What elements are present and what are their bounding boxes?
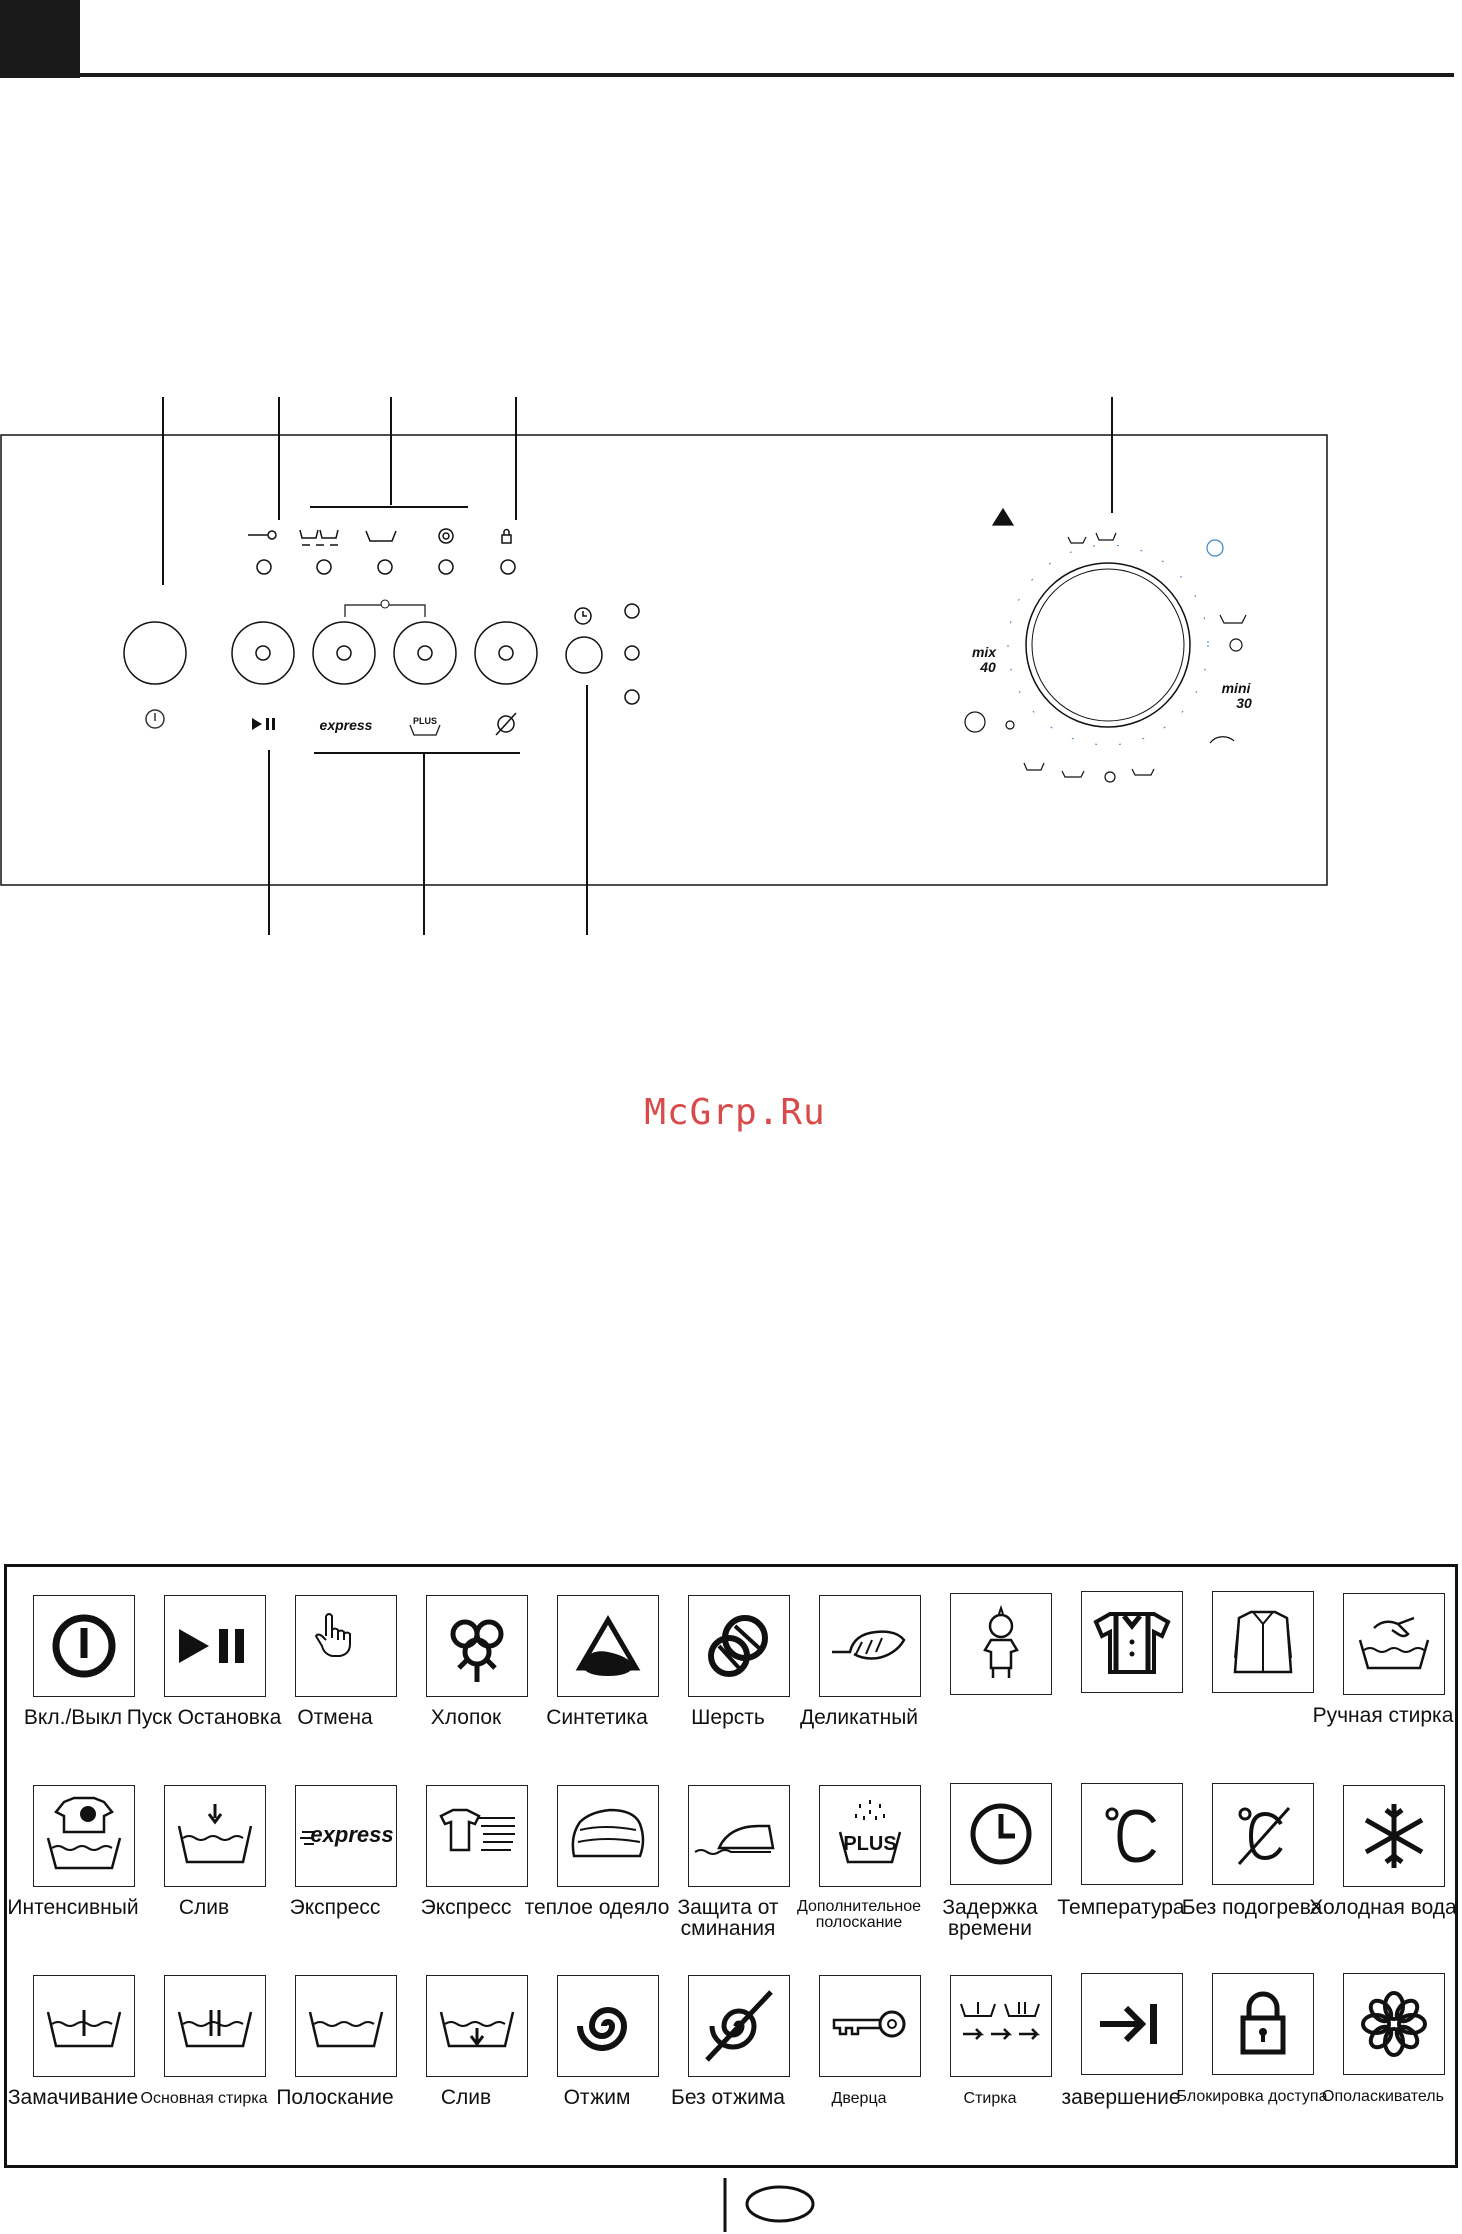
legend-label: Пуск Остановка	[126, 1706, 282, 1729]
legend-label: Интенсивный	[7, 1896, 139, 1919]
legend-label: Полоскание	[276, 2086, 394, 2109]
celsius-icon	[1081, 1783, 1183, 1885]
legend-label: Температура	[1057, 1896, 1185, 1919]
legend-label: Дверца	[831, 2090, 887, 2107]
legend-label: завершение	[1061, 2086, 1181, 2109]
hand-pointer-icon	[295, 1595, 397, 1697]
legend-label: Вкл./Выкл	[23, 1706, 123, 1729]
legend-label: Экспресс	[420, 1896, 512, 1919]
softener-icon	[1343, 1973, 1445, 2075]
legend-label: Слив	[178, 1896, 230, 1919]
shirt-icon	[1212, 1591, 1314, 1693]
main-wash-icon	[164, 1975, 266, 2077]
legend-label: Стирка	[963, 2090, 1017, 2107]
wash-stages-icon	[950, 1975, 1052, 2077]
power-icon	[33, 1595, 135, 1697]
snowflake-icon	[1343, 1785, 1445, 1887]
legend-label: Без подогрева	[1181, 1896, 1323, 1919]
legend-label: Защита от сминания	[677, 1896, 779, 1940]
drain-icon	[164, 1785, 266, 1887]
clock-icon	[950, 1783, 1052, 1885]
svg-text:PLUS: PLUS	[843, 1833, 896, 1855]
blanket-icon	[557, 1785, 659, 1887]
legend-label: Хлопок	[430, 1706, 502, 1729]
legend-label: Блокировка доступа	[1176, 2088, 1328, 2105]
legend-label: Дополнительное полоскание	[796, 1898, 922, 1931]
legend-label: Ручная стирка	[1312, 1704, 1454, 1727]
rinse-plus-icon: PLUS	[819, 1785, 921, 1887]
hand-wash-icon	[1343, 1593, 1445, 1695]
legend-label: Отмена	[297, 1706, 373, 1729]
section-tab	[0, 0, 80, 78]
dial-mini-label: mini	[1222, 680, 1252, 696]
legend-label: теплое одеяло	[524, 1896, 670, 1919]
prewash-icon	[33, 1975, 135, 2077]
plus-button-label: PLUS	[413, 716, 437, 726]
dial-mix-label: mix	[972, 644, 997, 660]
header-rule	[80, 73, 1454, 77]
legend-label: Холодная вода	[1309, 1896, 1457, 1919]
door-key-icon	[819, 1975, 921, 2077]
wool-icon	[688, 1595, 790, 1697]
shirts-icon	[1081, 1591, 1183, 1693]
symbol-legend: Вкл./Выкл Пуск Остановка Отмена Хлопок С…	[4, 1564, 1458, 2168]
express-icon: express	[295, 1785, 397, 1887]
end-icon	[1081, 1973, 1183, 2075]
dial-mini-number: 30	[1236, 695, 1252, 711]
rinse-icon	[295, 1975, 397, 2077]
legend-label: Задержка времени	[942, 1896, 1038, 1940]
spin-icon	[557, 1975, 659, 2077]
legend-label: Синтетика	[546, 1706, 648, 1729]
no-spin-icon	[688, 1975, 790, 2077]
express-tshirt-icon	[426, 1785, 528, 1887]
legend-label: Слив	[440, 2086, 492, 2109]
intensive-icon	[33, 1785, 135, 1887]
play-pause-icon	[164, 1595, 266, 1697]
legend-label: Экспресс	[289, 1896, 381, 1919]
no-heat-icon	[1212, 1783, 1314, 1885]
watermark: McGrp.Ru	[644, 1092, 826, 1133]
control-panel-diagram: express PLUS mix 40 mini 30	[0, 397, 1328, 935]
baby-icon	[950, 1593, 1052, 1695]
svg-text:express: express	[310, 1822, 393, 1847]
iron-icon	[688, 1785, 790, 1887]
legend-label: Ополаскиватель	[1322, 2088, 1444, 2105]
drain-tub-icon	[426, 1975, 528, 2077]
legend-label: Деликатный	[799, 1706, 919, 1729]
legend-label: Замачивание	[7, 2086, 139, 2109]
legend-label: Основная стирка	[140, 2090, 268, 2107]
express-button-label: express	[320, 717, 373, 733]
synthetics-icon	[557, 1595, 659, 1697]
dial-mix-number: 40	[979, 659, 996, 675]
cotton-icon	[426, 1595, 528, 1697]
delicate-feather-icon	[819, 1595, 921, 1697]
legend-label: Без отжима	[671, 2086, 785, 2109]
legend-label: Отжим	[563, 2086, 631, 2109]
legend-label: Шерсть	[691, 1706, 765, 1729]
child-lock-icon	[1212, 1973, 1314, 2075]
page-number-badge	[723, 2178, 815, 2232]
